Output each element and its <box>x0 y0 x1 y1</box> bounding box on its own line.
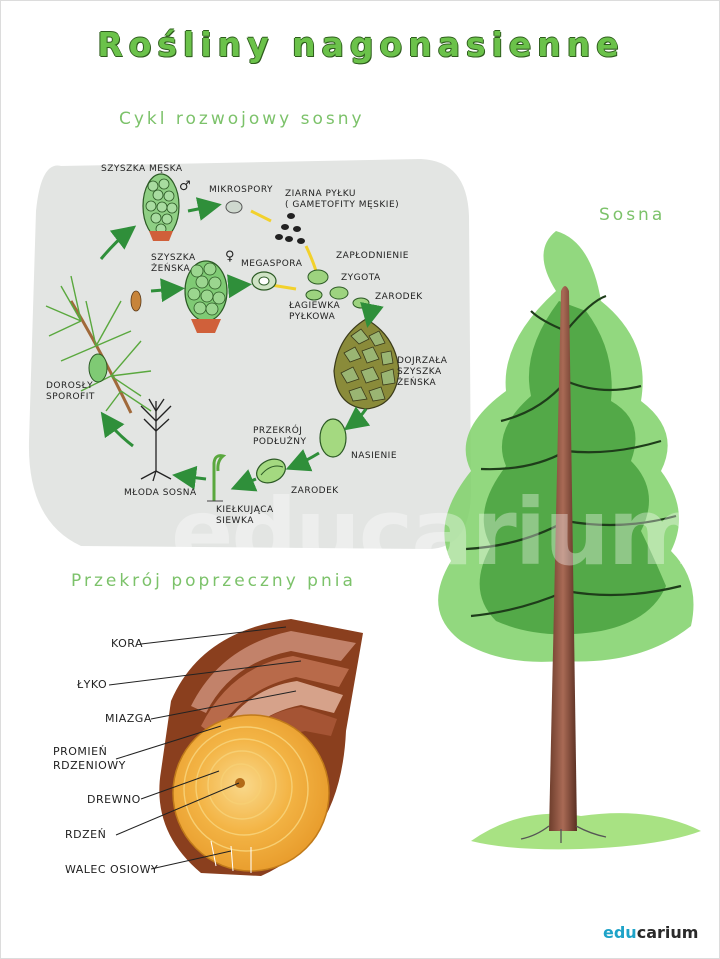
trunk-label-pith: Rdzeń <box>65 828 107 841</box>
zygote-icon <box>329 286 349 300</box>
female-cone-icon <box>184 260 228 333</box>
arrow-section-to-seedling <box>230 469 258 492</box>
trunk-heading: Przekrój poprzeczny pnia <box>71 571 356 591</box>
logo-part1: edu <box>603 923 637 942</box>
arrow-seed-to-section <box>285 449 320 472</box>
cycle-heading: Cykl rozwojowy sosny <box>119 109 365 129</box>
male-cone-icon <box>142 173 180 241</box>
page-title: Rośliny nagonasienne <box>97 25 625 64</box>
label-mature-cone: Dojrzała szyszka żeńska <box>397 356 448 388</box>
label-embryo-top: Zarodek <box>375 292 423 302</box>
label-male-cone: Szyszka męska <box>101 164 183 174</box>
microspore-icon <box>225 200 243 214</box>
trunk-pointers <box>108 626 302 870</box>
label-young-pine: Młoda sosna <box>124 488 197 498</box>
arrow-seedling-to-young <box>172 465 207 490</box>
label-zygote: Zygota <box>341 273 381 283</box>
arrow-cone-to-seed <box>343 406 371 431</box>
educarium-logo[interactable]: educarium <box>603 923 698 942</box>
label-megaspore: Megaspora <box>241 259 303 269</box>
label-seed: Nasienie <box>351 451 398 461</box>
tree-label: Sosna <box>599 205 666 225</box>
female-symbol: ♀ <box>225 249 236 264</box>
trunk-label-stele: Walec osiowy <box>65 863 159 876</box>
mature-cone-icon <box>333 318 400 410</box>
trunk-cross-section-icon <box>159 619 363 876</box>
pollen-icon <box>275 213 305 244</box>
young-pine-icon <box>140 398 172 482</box>
seed-icon <box>319 418 347 458</box>
label-embryo-bottom: Zarodek <box>291 486 339 496</box>
arrow-embryo-to-cone <box>360 301 384 328</box>
embryo-icon <box>352 297 370 309</box>
male-symbol: ♂ <box>179 179 192 194</box>
arrow-adult-to-male <box>99 225 137 260</box>
label-pollen: Ziarna pyłku ( gametofity męskie) <box>285 189 400 210</box>
arrow-young-to-adult <box>100 411 134 448</box>
arrow-adult-to-female <box>150 278 185 303</box>
megaspore-icon <box>251 271 277 291</box>
fertilization-icon <box>307 269 329 285</box>
pollen-tube-icon <box>305 289 323 301</box>
yellow-path-3 <box>270 283 297 291</box>
label-female-cone: Szyszka żeńska <box>151 253 196 274</box>
label-seedling: Kiełkująca siewka <box>216 505 274 526</box>
trunk-label-cambium: Miazga <box>105 712 152 725</box>
seedling-icon <box>207 454 227 502</box>
adult-sporophyte-icon <box>45 275 152 414</box>
trunk-label-ray: Promień rdzeniowy <box>53 745 126 772</box>
pine-tree-icon <box>438 231 701 850</box>
label-microspores: Mikrospory <box>209 185 274 195</box>
arrow-female-to-megaspore <box>227 274 252 299</box>
trunk-label-phloem: Łyko <box>77 678 108 691</box>
label-adult: Dorosły sporofit <box>46 381 95 402</box>
cycle-panel <box>28 159 472 549</box>
watermark: educarium <box>171 479 704 586</box>
seed-section-icon <box>256 458 286 484</box>
yellow-path-1 <box>250 209 272 223</box>
trunk-label-bark: Kora <box>111 637 143 650</box>
trunk-label-wood: Drewno <box>87 793 141 806</box>
label-pollen-tube: Łagiewka pyłkowa <box>289 301 341 322</box>
arrow-male-to-microspore <box>187 197 222 221</box>
logo-part2: carium <box>636 923 699 942</box>
yellow-path-2 <box>304 245 318 272</box>
label-seed-section: Przekrój podłużny <box>253 426 307 447</box>
label-fertilization: Zapłodnienie <box>336 251 409 261</box>
